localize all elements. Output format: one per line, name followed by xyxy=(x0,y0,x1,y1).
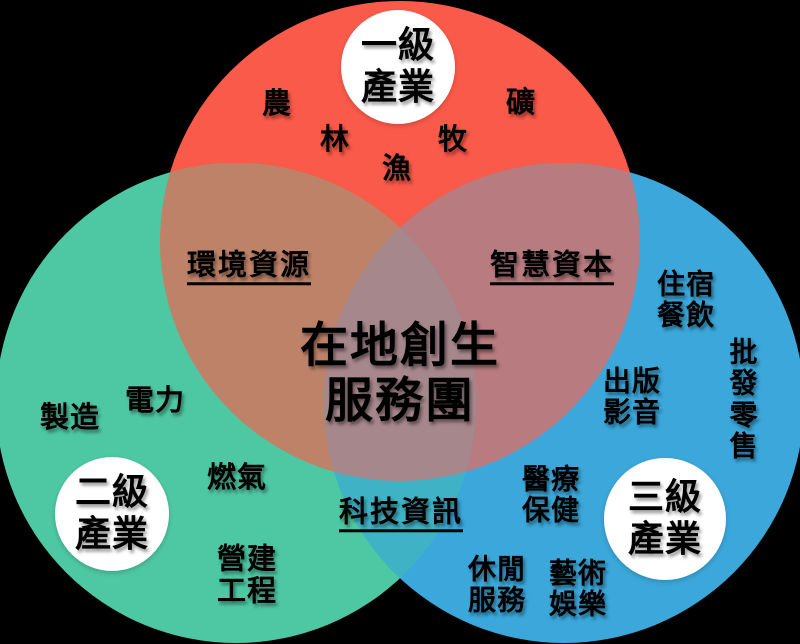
label-publishing-media: 出版 影音 xyxy=(602,364,662,429)
overlap-label-technology: 科技資訊 xyxy=(338,495,464,533)
label-agriculture: 農 xyxy=(261,85,293,120)
label-mining: 礦 xyxy=(505,84,537,119)
label-leisure-service: 休閒 服務 xyxy=(467,552,527,617)
label-lodging-catering: 住宿 餐飲 xyxy=(656,267,716,332)
label-gas: 燃氣 xyxy=(206,459,268,494)
badge-tertiary-industry: 三級 產業 xyxy=(604,458,726,580)
overlap-label-environment: 環境資源 xyxy=(186,248,312,286)
label-manufacturing: 製造 xyxy=(39,399,101,434)
badge-secondary-industry: 二級 產業 xyxy=(55,457,169,571)
label-forestry: 林 xyxy=(319,121,351,156)
overlap-label-intellect: 智慧資本 xyxy=(489,248,615,286)
label-fishery: 漁 xyxy=(381,150,413,185)
center-title: 在地創生 服務團 xyxy=(299,317,501,428)
label-wholesale-retail: 批發 零售 xyxy=(729,335,759,463)
label-construction: 營建 工程 xyxy=(216,541,278,608)
label-husbandry: 牧 xyxy=(437,121,469,156)
label-power: 電力 xyxy=(124,382,186,417)
badge-primary-industry: 一級 產業 xyxy=(341,10,455,124)
venn-overlap-red-teal xyxy=(160,163,476,481)
label-healthcare: 醫療 保健 xyxy=(521,462,581,527)
label-arts-entertainment: 藝術 娛樂 xyxy=(548,556,608,621)
venn-overlap-red-blue xyxy=(324,163,640,481)
